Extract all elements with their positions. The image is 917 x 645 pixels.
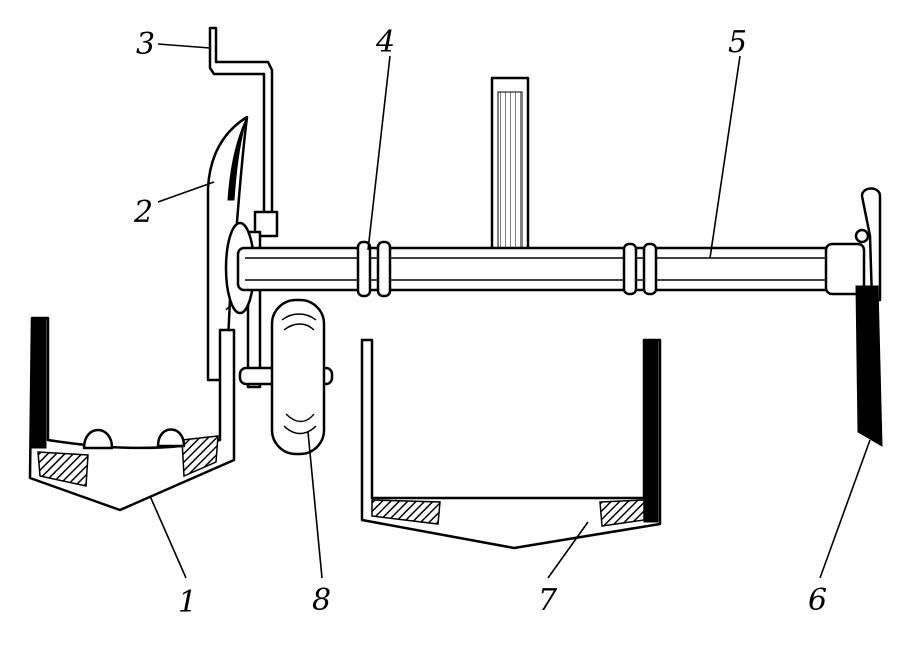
blade-part-6	[854, 187, 883, 447]
label-5: 5	[728, 25, 747, 60]
label-6: 6	[808, 583, 827, 618]
label-1: 1	[178, 585, 197, 620]
rings-part-4	[356, 240, 658, 298]
label-7: 7	[538, 583, 558, 618]
leader-lines	[149, 43, 871, 579]
roller-part-8	[238, 298, 334, 456]
label-8: 8	[312, 583, 331, 618]
part-labels: 1 2 3 4 5 6 7 8	[133, 25, 827, 620]
shaft-part-5	[236, 242, 866, 296]
label-2: 2	[133, 195, 153, 230]
center-trough-part-7	[360, 338, 662, 550]
label-3: 3	[136, 27, 155, 62]
vertical-gear	[490, 76, 530, 258]
left-trough-part-1	[28, 316, 236, 512]
label-4: 4	[375, 25, 395, 60]
